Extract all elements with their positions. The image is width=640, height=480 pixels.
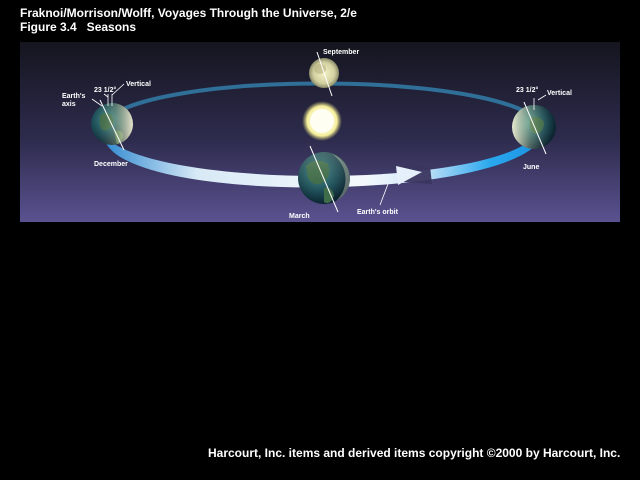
earth-september: [309, 51, 339, 97]
label-earths-orbit: Earth's orbit: [357, 209, 399, 216]
label-vertical-right: Vertical: [547, 90, 572, 97]
header-line-2: Figure 3.4 Seasons: [20, 20, 137, 34]
seasons-diagram: September Earth's axis 23 1/2° Vertical …: [20, 42, 620, 222]
leader-earths-axis: [91, 98, 103, 107]
leader-vertical-right: [537, 94, 547, 101]
earth-june: [512, 98, 556, 155]
label-vertical-left: Vertical: [126, 81, 151, 88]
sun-core: [310, 109, 334, 133]
label-tilt-right: 23 1/2°: [516, 86, 538, 94]
copyright-notice: Harcourt, Inc. items and derived items c…: [208, 446, 621, 460]
orbit-arrow: [396, 166, 422, 185]
orbit-front: [100, 128, 544, 188]
leader-tilt-left: [103, 93, 109, 98]
leader-vertical-left: [111, 83, 125, 96]
label-tilt-left: 23 1/2°: [94, 86, 116, 94]
header-line-1: Fraknoi/Morrison/Wolff, Voyages Through …: [20, 6, 357, 20]
label-june: June: [523, 164, 539, 171]
leader-earths-orbit: [379, 183, 389, 206]
label-december: December: [94, 161, 128, 168]
label-earths-axis-2: axis: [62, 101, 76, 108]
earth-march: [298, 145, 350, 213]
label-march: March: [289, 213, 310, 220]
label-earths-axis-1: Earth's: [62, 93, 86, 100]
label-september: September: [323, 49, 359, 56]
earth-december: [91, 94, 133, 151]
